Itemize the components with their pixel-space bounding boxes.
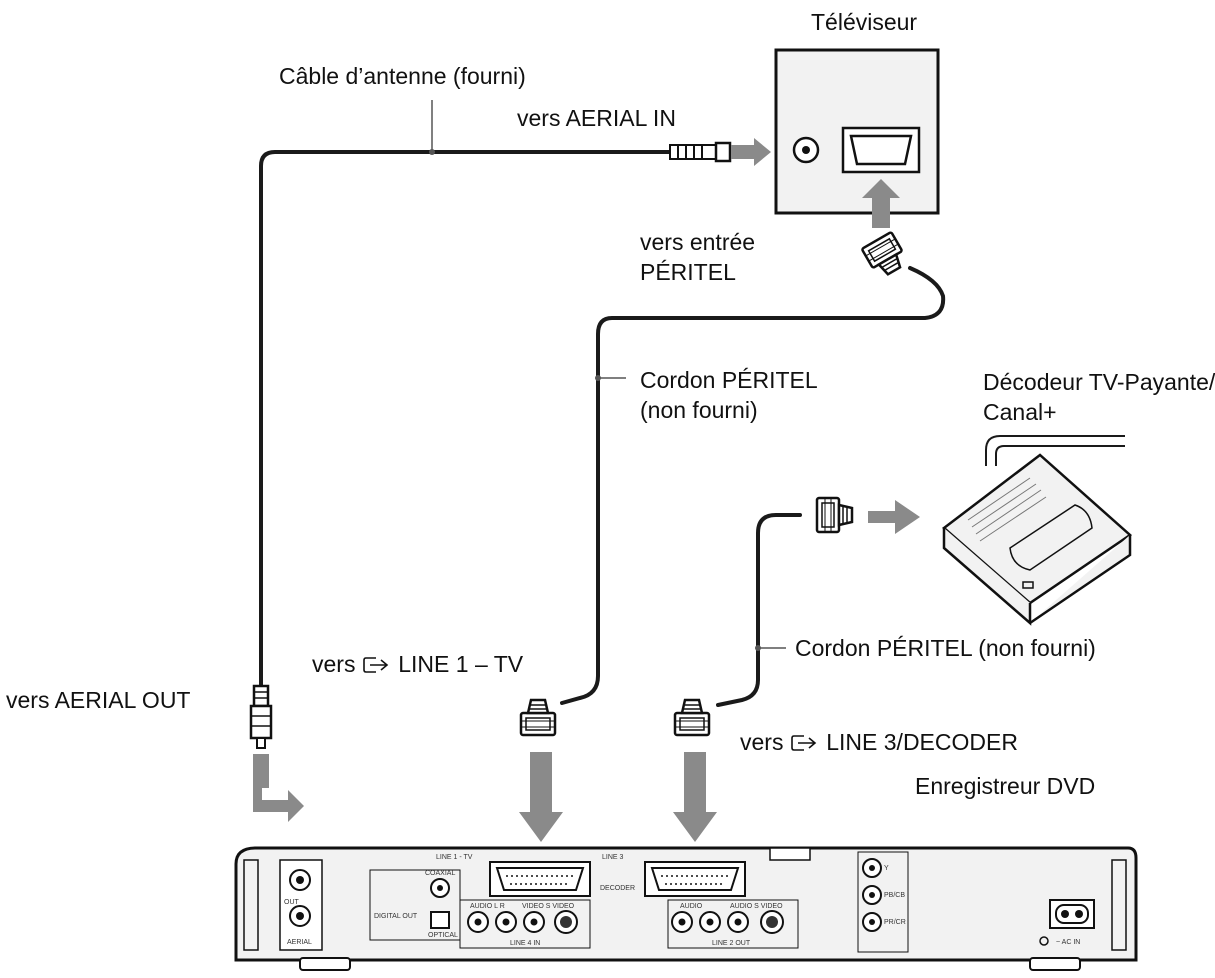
panel-label-coaxial: COAXIAL — [425, 870, 455, 877]
scart-cord-1-label-line2: (non fourni) — [640, 397, 758, 423]
scart-plug-icon — [673, 698, 711, 737]
to-scart-input-label-line1: vers entrée — [640, 229, 756, 255]
panel-label-line4-in: LINE 4 IN — [510, 940, 540, 947]
panel-label-digital-out: DIGITAL OUT — [374, 913, 418, 920]
panel-label-audio-lr: AUDIO L R — [470, 903, 505, 910]
panel-label-pr-cr: PR/CR — [884, 919, 906, 926]
panel-label-out: OUT — [284, 899, 300, 906]
to-line1-label: vers LINE 1 – TV — [312, 650, 523, 679]
decoder-device — [942, 435, 1133, 626]
dvd-recorder: OUT AERIAL COAXIAL DIGITAL OUT OPTICAL L… — [234, 846, 1138, 971]
aerial-cable — [249, 100, 732, 749]
arrow-icon — [673, 752, 717, 842]
tv-label: Téléviseur — [811, 9, 918, 35]
scart-plug-icon — [860, 230, 910, 281]
panel-label-line3: LINE 3 — [602, 854, 624, 861]
ac-in-section: ~ AC IN — [1039, 899, 1095, 946]
panel-label-line1: LINE 1 - TV — [436, 854, 473, 861]
tv-device — [774, 48, 940, 215]
to-aerial-in-label: vers AERIAL IN — [517, 105, 676, 131]
to-scart-input-label-line2: PÉRITEL — [640, 259, 736, 285]
line2-out-section: AUDIO AUDIO S VIDEO LINE 2 OUT — [667, 899, 799, 949]
to-line3-prefix: vers — [740, 729, 784, 755]
panel-label-audio-svideo: AUDIO S VIDEO — [730, 903, 783, 910]
line4-in-section: AUDIO L R VIDEO S VIDEO LINE 4 IN — [459, 899, 591, 949]
panel-label-decoder: DECODER — [600, 885, 635, 892]
aerial-section: OUT AERIAL — [279, 859, 323, 951]
decoder-label-line2: Canal+ — [983, 399, 1057, 425]
scart-cord-2 — [673, 496, 854, 737]
scart-plug-icon — [815, 496, 854, 534]
decoder-label-line1: Décodeur TV-Payante/ — [983, 369, 1215, 395]
arrow-icon — [868, 500, 920, 534]
aerial-cable-label: Câble d’antenne (fourni) — [279, 63, 526, 89]
to-line1-suffix: LINE 1 – TV — [398, 651, 524, 677]
to-line3-suffix: LINE 3/DECODER — [826, 729, 1018, 755]
panel-label-video-svideo: VIDEO S VIDEO — [522, 903, 575, 910]
arrow-icon — [862, 179, 900, 228]
dvd-recorder-label: Enregistreur DVD — [915, 773, 1096, 799]
aerial-plug-icon — [249, 684, 273, 749]
component-video-section: Y PB/CB PR/CR — [857, 851, 909, 953]
panel-label-optical: OPTICAL — [428, 932, 458, 939]
line3-scart-socket: LINE 3 DECODER — [600, 854, 746, 897]
panel-label-pb-cb: PB/CB — [884, 892, 905, 899]
panel-label-audio: AUDIO — [680, 903, 703, 910]
scart-plug-icon — [519, 698, 557, 737]
tv-scart-socket — [841, 126, 921, 174]
arrow-icon — [731, 138, 771, 166]
line1-scart-socket: LINE 1 - TV — [436, 854, 591, 897]
arrow-icon — [253, 754, 304, 822]
scart-cord-1 — [519, 230, 946, 737]
panel-label-ac-in: ~ AC IN — [1056, 939, 1080, 946]
scart-cord-2-label: Cordon PÉRITEL (non fourni) — [795, 635, 1096, 661]
scart-symbol-icon — [363, 657, 389, 673]
scart-cord-1-label-line1: Cordon PÉRITEL — [640, 367, 818, 393]
to-line3-label: vers LINE 3/DECODER — [740, 728, 1018, 757]
aerial-plug-icon — [669, 141, 732, 163]
panel-label-y: Y — [884, 865, 889, 872]
to-aerial-out-label: vers AERIAL OUT — [6, 687, 191, 713]
panel-label-line2-out: LINE 2 OUT — [712, 940, 751, 947]
arrow-icon — [519, 752, 563, 842]
scart-symbol-icon — [791, 735, 817, 751]
to-line1-prefix: vers — [312, 651, 356, 677]
panel-label-aerial: AERIAL — [287, 939, 312, 946]
digital-out-section: COAXIAL DIGITAL OUT OPTICAL — [369, 869, 461, 941]
